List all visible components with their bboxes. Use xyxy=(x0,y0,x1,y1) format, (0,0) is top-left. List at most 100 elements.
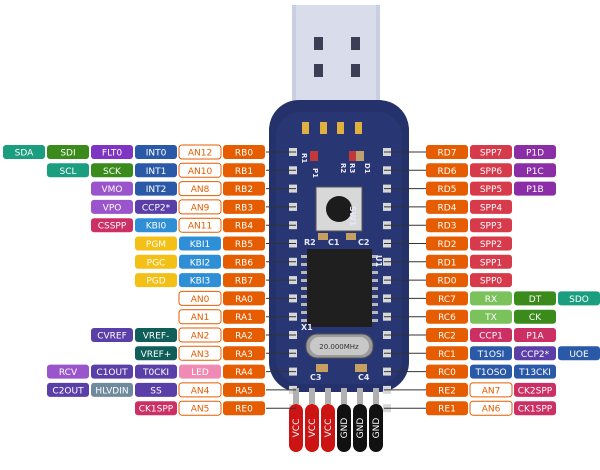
right-pin-rc1: RC1 xyxy=(426,346,468,361)
left-pin-ra4-label: RA4 xyxy=(235,368,253,378)
left-pin-ss-label: SS xyxy=(150,386,162,396)
right-pin-rd3: RD3 xyxy=(426,218,468,233)
right-pin-ccp2: CCP2* xyxy=(514,346,556,361)
left-pin-an2: AN2 xyxy=(178,327,222,343)
label-r3: R3 xyxy=(348,163,356,173)
right-pin-rc7-label: RC7 xyxy=(438,295,456,305)
mcu-chip xyxy=(307,249,372,327)
left-pin-ra0-label: RA0 xyxy=(235,295,253,305)
left-pin-an2-label: AN2 xyxy=(191,332,210,342)
right-pin-ck-label: CK xyxy=(529,313,542,323)
bottom-pin-gnd-4: GND xyxy=(353,404,367,452)
left-pin-ra0: RA0 xyxy=(223,291,265,306)
left-pin-an9-label: AN9 xyxy=(191,203,210,213)
left-pin-pgm-label: PGM xyxy=(146,240,166,250)
right-pin-p1c: P1C xyxy=(514,163,556,178)
bottom-pin-label: GND xyxy=(340,418,350,439)
left-pin-an4-label: AN4 xyxy=(191,386,210,396)
left-pin-pgc-label: PGC xyxy=(147,258,166,268)
right-pin-spp4-label: SPP4 xyxy=(480,203,503,213)
left-pin-ra3: RA3 xyxy=(223,346,265,361)
right-pin-rx-label: RX xyxy=(485,295,497,305)
right-pin-p1c-label: P1C xyxy=(526,167,543,177)
left-pin-kbi1-label: KBI1 xyxy=(190,240,210,250)
right-pin-spp7: SPP7 xyxy=(470,145,512,159)
left-pin-an12: AN12 xyxy=(178,144,222,160)
left-pin-cvref: CVREF xyxy=(91,328,133,342)
left-pin-an10: AN10 xyxy=(178,162,222,178)
label-sw1: SW1 xyxy=(348,206,357,227)
right-pin-an6-label: AN6 xyxy=(482,405,501,415)
left-pin-sdi-label: SDI xyxy=(60,149,75,159)
right-pin-spp0: SPP0 xyxy=(470,273,512,288)
left-pin-pgm: PGM xyxy=(135,236,177,251)
right-pin-rd1-label: RD1 xyxy=(438,258,457,268)
left-pin-rb3-label: RB3 xyxy=(235,203,253,213)
right-pin-ck1spp-label: CK1SPP xyxy=(518,405,553,415)
left-pin-ra2-label: RA2 xyxy=(235,332,253,342)
right-pin-rc7: RC7 xyxy=(426,291,468,306)
left-pin-int0: INT0 xyxy=(135,145,177,159)
left-pin-t0cki-label: T0CKI xyxy=(142,368,169,378)
right-pin-rd3-label: RD3 xyxy=(438,222,457,232)
right-pin-re2: RE2 xyxy=(426,382,468,397)
right-pin-rd5-label: RD5 xyxy=(438,185,457,195)
left-pin-an1: AN1 xyxy=(178,309,222,325)
right-pin-rd5: RD5 xyxy=(426,181,468,196)
left-pin-ra1-label: RA1 xyxy=(235,313,253,323)
right-pin-spp1-label: SPP1 xyxy=(480,258,502,268)
right-pin-an7: AN7 xyxy=(469,382,513,398)
left-pin-an5-label: AN5 xyxy=(191,405,210,415)
left-pin-re0: RE0 xyxy=(223,401,265,416)
bottom-pin-label: VCC xyxy=(324,419,334,438)
right-pin-rx: RX xyxy=(470,291,512,306)
left-pin-vref-label: VREF- xyxy=(143,332,170,342)
label-c2: C2 xyxy=(358,238,369,247)
right-pin-dt: DT xyxy=(514,291,556,306)
left-pin-ra1: RA1 xyxy=(223,309,265,324)
bottom-pin-label: GND xyxy=(356,418,366,439)
label-crystal: 20.000MHz xyxy=(319,343,359,351)
left-pin-int2-label: INT2 xyxy=(146,185,167,195)
right-pin-re2-label: RE2 xyxy=(438,386,456,396)
left-pin-rb3: RB3 xyxy=(223,199,265,214)
right-pin-p1d-label: P1D xyxy=(526,149,544,159)
left-pin-ra2: RA2 xyxy=(223,328,265,342)
right-pin-spp3: SPP3 xyxy=(470,218,512,233)
left-pin-c2out-label: C2OUT xyxy=(52,386,84,396)
right-pin-uoe-label: UOE xyxy=(569,350,589,360)
left-pin-an0: AN0 xyxy=(178,290,222,306)
label-r1: R1 xyxy=(300,153,308,163)
left-pin-an8-label: AN8 xyxy=(191,185,210,195)
bottom-pin-gnd-3: GND xyxy=(337,404,351,452)
right-pin-rd7: RD7 xyxy=(426,145,468,159)
left-pin-csspp-label: CSSPP xyxy=(98,222,127,232)
right-pin-p1a: P1A xyxy=(514,328,556,342)
left-pin-vpo: VPO xyxy=(91,199,133,214)
left-pin-an1-label: AN1 xyxy=(191,313,210,323)
right-pin-rc2: RC2 xyxy=(426,328,468,342)
left-pin-vref: VREF+ xyxy=(135,346,177,361)
left-pin-ra5: RA5 xyxy=(223,382,265,397)
label-r2-lower: R2 xyxy=(304,238,316,247)
right-pin-uoe: UOE xyxy=(558,346,600,361)
left-pin-ck1spp-label: CK1SPP xyxy=(139,405,174,415)
left-pin-kbi1: KBI1 xyxy=(179,236,221,251)
label-c3: C3 xyxy=(310,373,321,382)
right-pin-ck2spp: CK2SPP xyxy=(514,382,556,397)
left-pin-hlvdin-label: HLVDIN xyxy=(95,386,128,396)
right-pin-rc0: RC0 xyxy=(426,364,468,379)
left-pin-sda: SDA xyxy=(3,145,45,159)
left-pin-an5: AN5 xyxy=(178,400,222,416)
left-pin-an12-label: AN12 xyxy=(188,149,212,159)
right-pin-ccp1-label: CCP1 xyxy=(479,332,503,342)
right-pin-ck1spp: CK1SPP xyxy=(514,401,556,416)
usb-pads xyxy=(302,122,362,134)
left-pin-rb2: RB2 xyxy=(223,181,265,196)
left-pin-rb6-label: RB6 xyxy=(235,258,253,268)
right-pin-t1osi-label: T1OSI xyxy=(477,350,505,360)
left-pin-vpo-label: VPO xyxy=(103,203,122,213)
right-pin-p1d: P1D xyxy=(514,145,556,159)
